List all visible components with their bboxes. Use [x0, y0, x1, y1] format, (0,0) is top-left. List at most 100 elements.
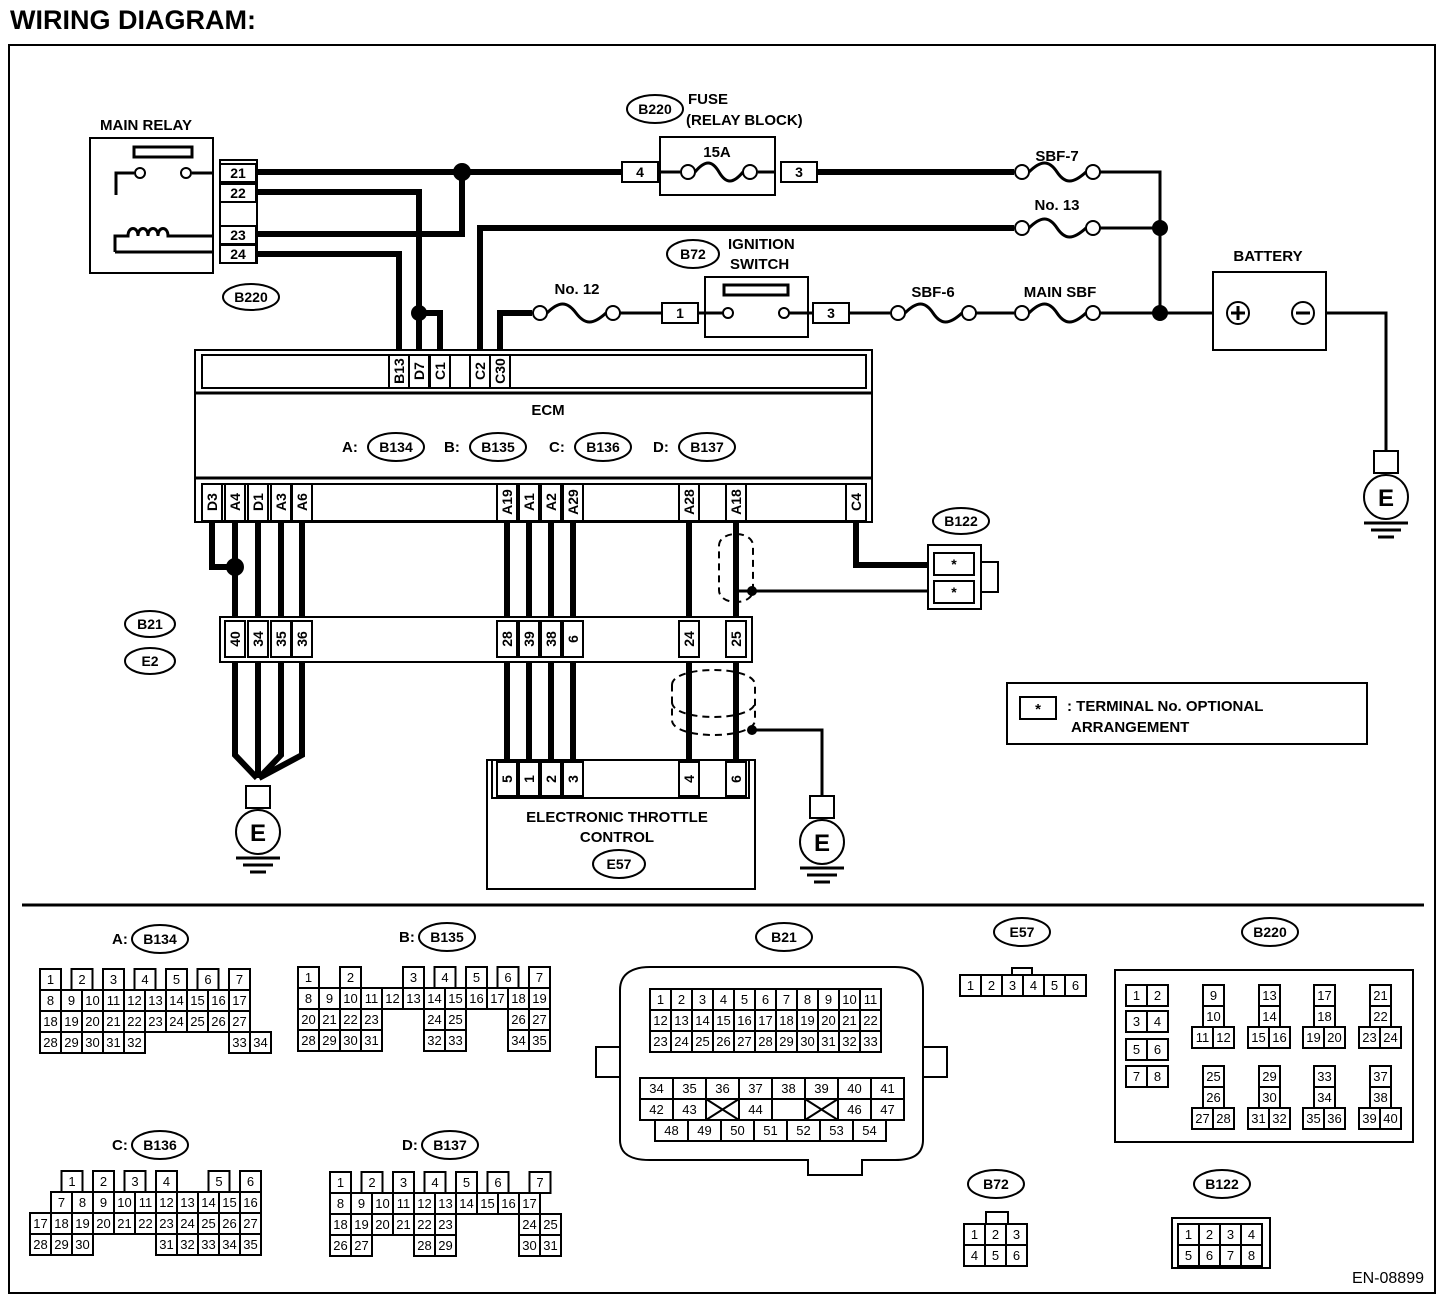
- connector-cell-number: 37: [748, 1081, 762, 1096]
- connector-cell: [1064, 974, 1087, 997]
- b21-e2-connector: B21 E2: [124, 610, 753, 675]
- ecm-bottom-pin-label: D1: [250, 493, 266, 511]
- b21-pin-box: [496, 620, 518, 658]
- no-13-fuse: No. 13: [1014, 197, 1101, 239]
- connector-cell-number: 3: [410, 970, 417, 985]
- connector-cell-number: 2: [368, 1175, 375, 1190]
- ground-bundle: [232, 658, 305, 781]
- connector-cell-number: 20: [85, 1014, 99, 1029]
- connector-cell-number: 35: [682, 1081, 696, 1096]
- b21-pin-box: [678, 620, 700, 658]
- connector-cell-number: 12: [653, 1013, 667, 1028]
- ecm-bottom-pin-label: A6: [294, 493, 310, 511]
- connector-view-code: B134: [143, 931, 177, 947]
- fuse-pin-4: 4: [636, 164, 644, 180]
- connector-view-oval: [1193, 1169, 1251, 1199]
- connector-cell-number: 1: [971, 1227, 978, 1242]
- connector-cell-number: 31: [364, 1033, 378, 1048]
- ecm-connector-code: B135: [481, 439, 515, 455]
- connector-cell-number: 20: [301, 1012, 315, 1027]
- fuse-pin-4-box: [621, 161, 659, 183]
- connector-cell: [1268, 1026, 1291, 1049]
- connector-cell-number: 1: [1185, 1227, 1192, 1242]
- ground-icon: E: [799, 795, 845, 884]
- b21-pin-box: [518, 620, 540, 658]
- connector-cell-number: 9: [1210, 988, 1217, 1003]
- b21-pin-label: 34: [250, 631, 266, 647]
- b72-key: [985, 1211, 1009, 1225]
- b21-pin-box: [725, 620, 747, 658]
- ecm-connector-prefix: A:: [342, 439, 358, 456]
- b21-pin-box: [224, 620, 246, 658]
- connector-cell-number: 44: [748, 1102, 762, 1117]
- ground-circle: [799, 819, 845, 865]
- connector-cell-number: 31: [106, 1035, 120, 1050]
- connector-cell-number: 33: [201, 1237, 215, 1252]
- etc-label-1: ELECTRONIC THROTTLE: [526, 809, 708, 826]
- connector-cell-number: 31: [543, 1238, 557, 1253]
- connector-cell-number: 15: [1251, 1030, 1265, 1045]
- connector-cell-number: 27: [1195, 1111, 1209, 1126]
- connector-view-code: B137: [433, 1137, 467, 1153]
- connector-cell: [350, 1234, 373, 1257]
- connector-cell-number: 13: [674, 1013, 688, 1028]
- connector-cell-number: 6: [1013, 1248, 1020, 1263]
- doc-code: EN-08899: [1352, 1270, 1424, 1287]
- connector-cell-number: 25: [190, 1014, 204, 1029]
- e57-key: [1011, 967, 1033, 976]
- connector-view-oval: [418, 922, 476, 952]
- connector-cell-number: 2: [678, 992, 685, 1007]
- connector-cell-number: 7: [536, 1175, 543, 1190]
- connector-cell-number: 16: [1272, 1030, 1286, 1045]
- connector-cell-number: 43: [682, 1102, 696, 1117]
- connector-cell-number: 21: [117, 1216, 131, 1231]
- connector-cell-number: 49: [697, 1123, 711, 1138]
- etc-pin-box: [562, 761, 584, 797]
- b21-pin-label: 25: [728, 631, 744, 647]
- connector-cell-number: 11: [397, 1196, 411, 1211]
- connector-cell-number: 18: [333, 1217, 347, 1232]
- connector-cell-number: 9: [68, 993, 75, 1008]
- ignition-pin-3: 3: [827, 305, 835, 321]
- connector-cell-number: 5: [992, 1248, 999, 1263]
- connector-cell-number: 8: [305, 991, 312, 1006]
- connector-view-prefix: D:: [402, 1137, 418, 1154]
- ecm-bottom-pin-label: A19: [499, 489, 515, 515]
- connector-cell-number: 8: [1248, 1248, 1255, 1263]
- ground-icon: E: [1363, 450, 1409, 539]
- connector-cell-number: 2: [1206, 1227, 1213, 1242]
- connector-cell-number: 28: [301, 1033, 315, 1048]
- etc-pin-label: 2: [543, 775, 559, 783]
- connector-cell-number: 9: [326, 991, 333, 1006]
- ecm-bottom-pin-label: A29: [565, 489, 581, 515]
- wire-c2-no13: [477, 225, 1014, 355]
- no-12-fuse: No. 12: [532, 281, 621, 324]
- connector-cell-number: 9: [100, 1195, 107, 1210]
- wire-relay24-b13: [256, 251, 402, 355]
- connector-cell-number: 1: [68, 1174, 75, 1189]
- connector-cell-number: 26: [333, 1238, 347, 1253]
- legend: * : TERMINAL No. OPTIONAL ARRANGEMENT: [1006, 682, 1368, 745]
- b21-pin-label: 40: [227, 631, 243, 647]
- blank-cell-cross: [804, 1098, 839, 1121]
- connector-cell-number: 4: [441, 970, 448, 985]
- connector-cell-number: 16: [469, 991, 483, 1006]
- connector-cell-number: 15: [190, 993, 204, 1008]
- connector-view-code: B72: [983, 1176, 1009, 1192]
- connector-cell-number: 30: [522, 1238, 536, 1253]
- connector-cell-number: 6: [494, 1175, 501, 1190]
- connector-cell-number: 5: [741, 992, 748, 1007]
- connector-view-code: E57: [1010, 924, 1035, 940]
- b21-pin-label: 28: [499, 631, 515, 647]
- connector-cell-number: 33: [863, 1034, 877, 1049]
- connector-cell-number: 4: [971, 1248, 978, 1263]
- junction-dot: [1152, 305, 1168, 321]
- connector-cell-number: 26: [1206, 1090, 1220, 1105]
- connector-cell-number: 26: [222, 1216, 236, 1231]
- connector-cell-number: 11: [107, 993, 121, 1008]
- connector-cell-number: 22: [1373, 1009, 1387, 1024]
- ground-label: E: [1378, 485, 1394, 512]
- connector-cell-number: 32: [127, 1035, 141, 1050]
